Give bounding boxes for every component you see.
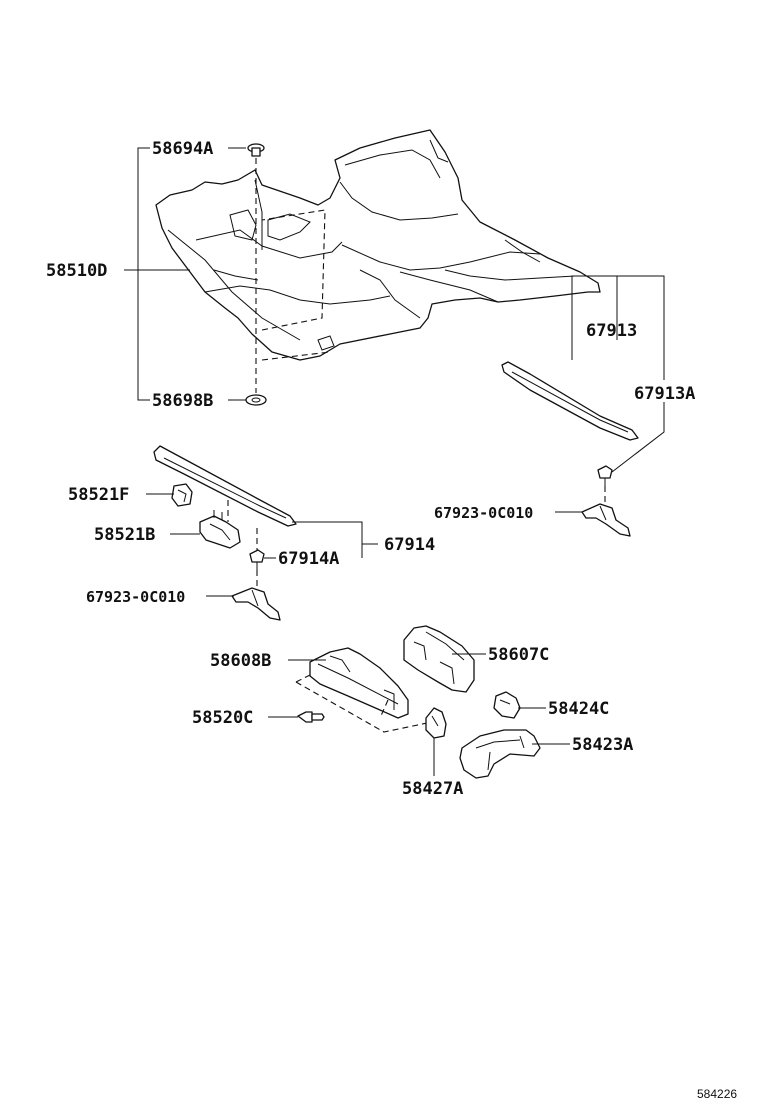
- label-58423A: 58423A: [572, 735, 633, 755]
- clip-67913A: [597, 465, 613, 486]
- label-58520C: 58520C: [192, 708, 253, 728]
- label-67913: 67913: [586, 321, 637, 341]
- bracket-67923-right: [581, 503, 631, 537]
- bracket-58423A: [459, 729, 541, 779]
- label-67914A: 67914A: [278, 549, 339, 569]
- label-58510D: 58510D: [46, 261, 107, 281]
- label-58608B: 58608B: [210, 651, 271, 671]
- leader-bracket-67914: [264, 521, 378, 559]
- floor-carpet-58510D: [155, 129, 601, 361]
- label-58698B: 58698B: [152, 391, 213, 411]
- label-58424C: 58424C: [548, 699, 609, 719]
- bracket-67923-left: [231, 587, 281, 621]
- clip-67914A: [249, 549, 265, 570]
- insulator-58607C: [403, 625, 475, 693]
- label-58521F: 58521F: [68, 485, 129, 505]
- label-67914: 67914: [384, 535, 435, 555]
- leader-bracket-67913: [571, 275, 665, 473]
- leader-bracket-58510D: [124, 147, 246, 401]
- label-58607C: 58607C: [488, 645, 549, 665]
- label-67923-left: 67923-0C010: [86, 588, 185, 606]
- label-67923-right: 67923-0C010: [434, 504, 533, 522]
- label-58694A: 58694A: [152, 139, 213, 159]
- grommet-58698B: [245, 394, 267, 406]
- clip-58521F: [171, 483, 193, 507]
- box-58608B-outline: [295, 673, 433, 733]
- clip-58427A: [425, 707, 447, 739]
- label-67913A: 67913A: [634, 384, 695, 404]
- label-58521B: 58521B: [94, 525, 155, 545]
- step-plate-67914: [153, 445, 297, 527]
- diagram-reference-number: 584226: [697, 1087, 737, 1101]
- clip-58694A: [247, 143, 265, 157]
- screw-58520C: [297, 711, 325, 723]
- step-plate-67913: [501, 361, 639, 441]
- box-58608B: [309, 647, 409, 719]
- clip-58521B: [199, 510, 241, 549]
- clip-58424C: [493, 691, 521, 719]
- label-58427A: 58427A: [402, 779, 463, 799]
